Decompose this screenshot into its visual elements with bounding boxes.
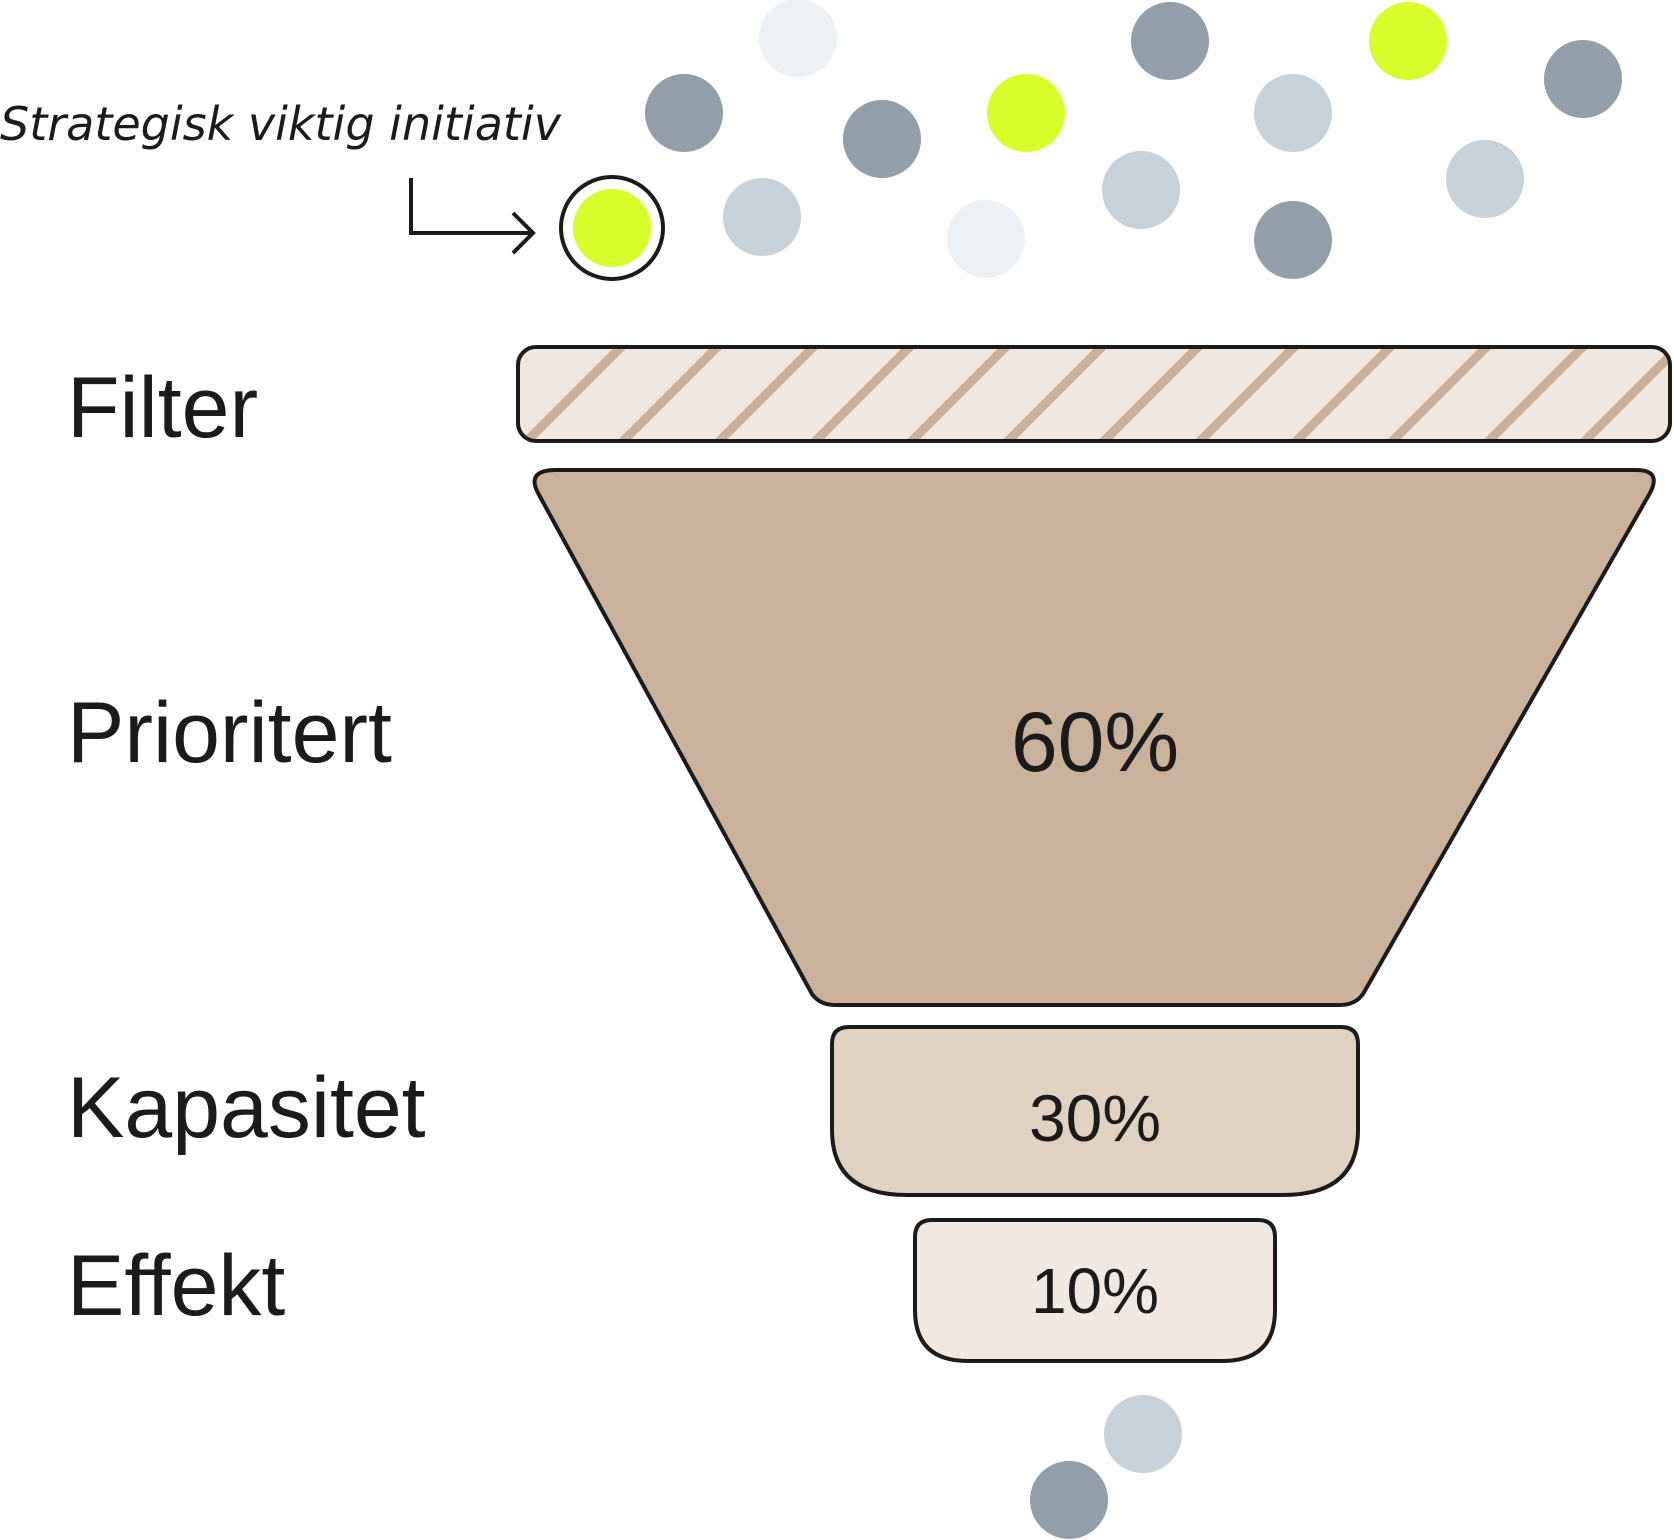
effekt-value: 10% [1031, 1255, 1159, 1327]
dot [1446, 140, 1524, 218]
dot [759, 0, 837, 77]
highlighted-dot [573, 189, 651, 267]
strategic-initiative-callout: Strategisk viktig initiativ [0, 97, 665, 281]
kapasitet-value: 30% [1029, 1081, 1161, 1155]
effekt-box [913, 1218, 1277, 1363]
funnel-body [532, 468, 1656, 1007]
filter-bar [516, 345, 1672, 443]
dot [843, 100, 921, 178]
incoming-dots [645, 0, 1622, 279]
prioritert-value: 60% [1011, 695, 1179, 789]
outgoing-dots [1030, 1395, 1182, 1539]
dot [645, 74, 723, 152]
effekt-label: Effekt [67, 1238, 285, 1334]
dot [1030, 1461, 1108, 1539]
dot [1369, 2, 1447, 80]
dot [1104, 1395, 1182, 1473]
filter-stage: Filter [67, 345, 1672, 456]
callout-label: Strategisk viktig initiativ [0, 97, 562, 151]
dot [1102, 151, 1180, 229]
prioritert-label: Prioritert [67, 685, 392, 781]
effekt-stage: Effekt 10% [67, 1218, 1277, 1363]
kapasitet-label: Kapasitet [67, 1060, 426, 1156]
dot [1254, 201, 1332, 279]
dot [1131, 2, 1209, 80]
dot [723, 178, 801, 256]
arrow-icon [409, 178, 536, 255]
dot [1544, 40, 1622, 118]
kapasitet-box [830, 1025, 1360, 1197]
prioritert-stage: Prioritert 60% [67, 468, 1656, 1007]
dot [947, 200, 1025, 278]
dot [1254, 74, 1332, 152]
kapasitet-stage: Kapasitet 30% [67, 1025, 1360, 1197]
dot [987, 74, 1065, 152]
filter-label: Filter [67, 360, 258, 456]
